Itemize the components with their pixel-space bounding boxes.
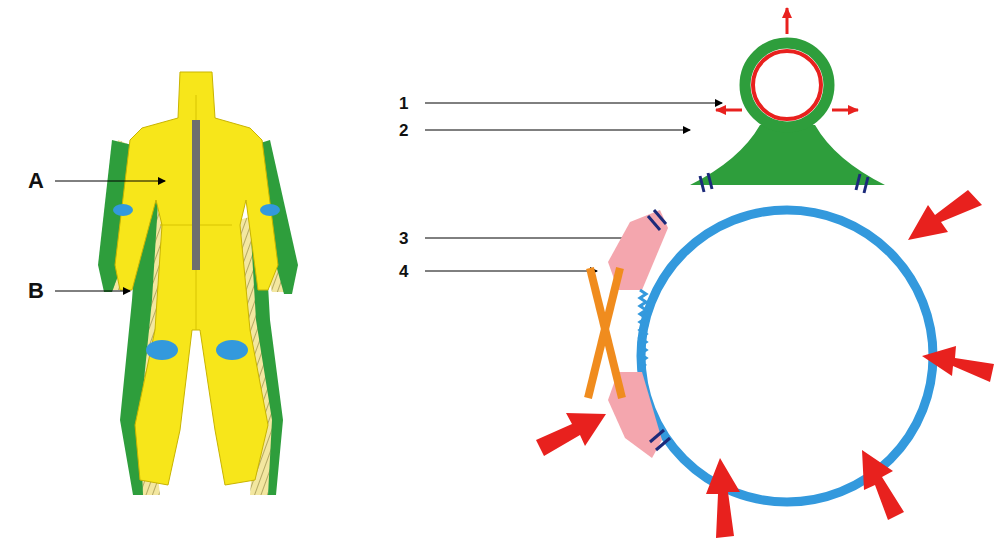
cross-section (536, 8, 994, 538)
part-letter: A (28, 170, 44, 192)
callout-number: 1 (399, 95, 408, 112)
leader-lines (55, 103, 722, 291)
callout-number: 4 (399, 263, 408, 280)
suit (98, 72, 298, 495)
callout-number: 3 (399, 230, 408, 247)
callout-number: 2 (399, 122, 408, 139)
part-letter: B (28, 280, 44, 302)
